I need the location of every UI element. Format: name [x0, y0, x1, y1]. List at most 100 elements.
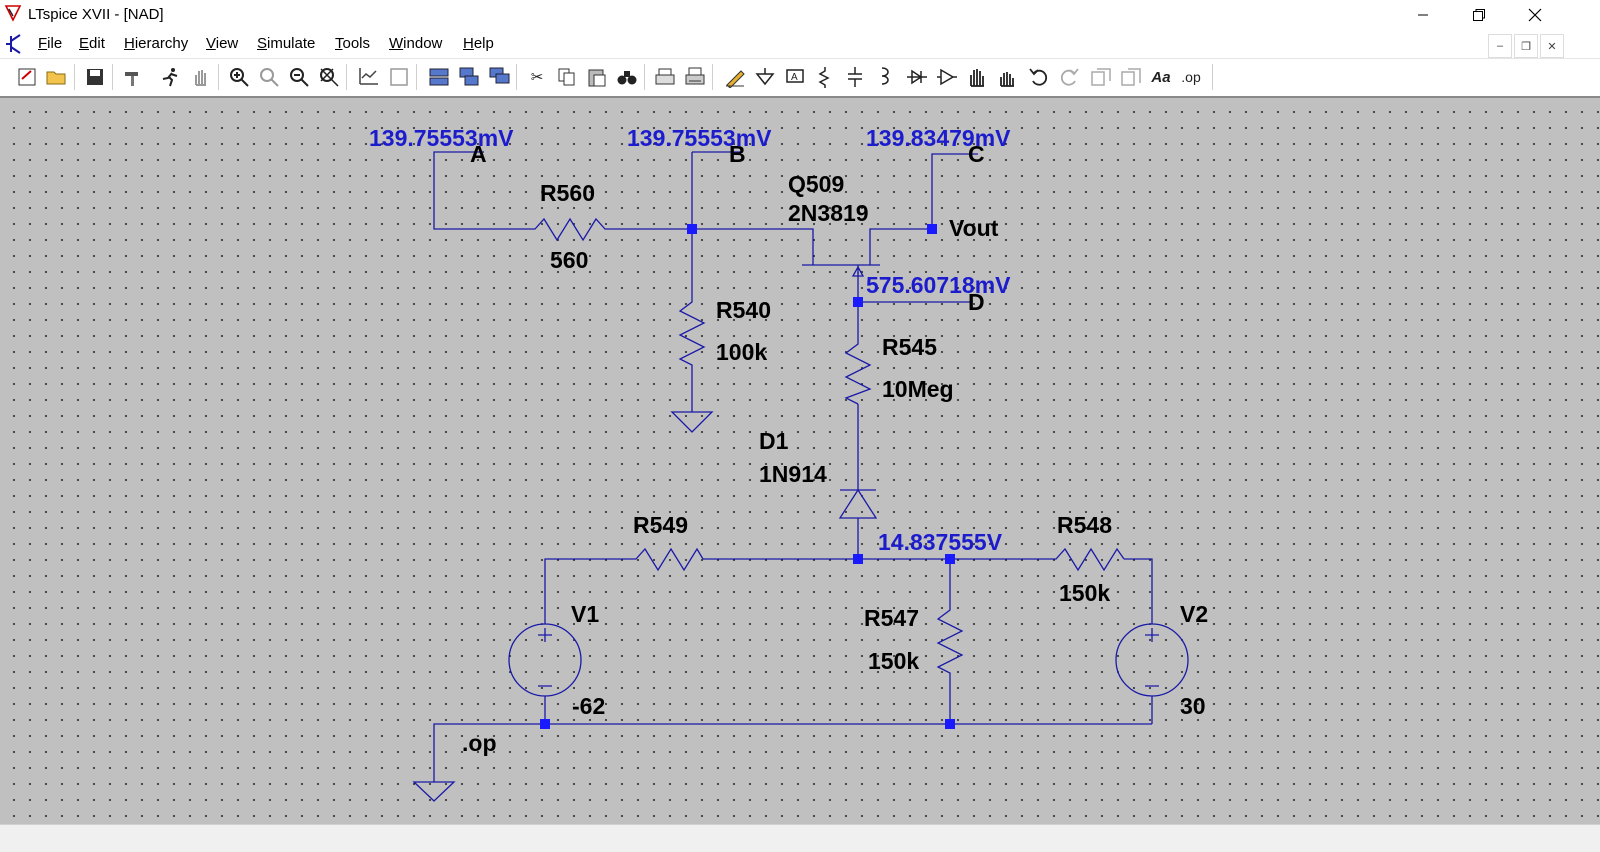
voltage-node-a: 139.75553mV [369, 125, 514, 151]
resistor-r560-symbol[interactable] [527, 217, 610, 242]
tile-horizontal-button[interactable] [426, 64, 452, 90]
jfet-q509-symbol[interactable] [802, 264, 880, 277]
pan-button[interactable] [256, 64, 282, 90]
wire-b-gate [692, 228, 814, 265]
cut-button[interactable]: ✂ [524, 64, 550, 90]
resistor-r549-symbol[interactable] [628, 547, 704, 572]
net-label-c: C [968, 141, 985, 167]
save-button[interactable] [82, 64, 108, 90]
capacitor-button[interactable] [842, 64, 868, 90]
q509-value: 2N3819 [788, 200, 869, 226]
component-button[interactable] [934, 64, 960, 90]
text-button[interactable]: Aa [1148, 64, 1174, 90]
voltage-node-d: 575.60718mV [866, 272, 1011, 298]
menu-view[interactable]: View [206, 35, 239, 52]
wire-r548-v2 [1124, 558, 1153, 624]
open-button[interactable] [44, 64, 70, 90]
paste-button[interactable] [584, 64, 610, 90]
wire-vout-c [931, 153, 978, 229]
resistor-r545-symbol[interactable] [844, 338, 872, 405]
r549-ref: R549 [633, 512, 688, 538]
menu-simulate[interactable]: Simulate [257, 35, 316, 52]
new-schematic-button[interactable] [14, 64, 40, 90]
mdi-restore-button[interactable]: ❐ [1514, 34, 1538, 58]
print-button[interactable] [682, 64, 708, 90]
mdi-close-icon: ✕ [1547, 40, 1557, 53]
menu-window[interactable]: Window [389, 35, 443, 52]
restore-icon [1473, 9, 1485, 21]
zoom-out-button[interactable] [286, 64, 312, 90]
resistor-r548-symbol[interactable] [1048, 547, 1125, 572]
menu-file[interactable]: File [38, 35, 63, 52]
close-icon [1528, 8, 1542, 22]
menu-edit[interactable]: Edit [79, 35, 105, 52]
junction-r547-bottom [945, 719, 955, 729]
mirror-icon [1121, 68, 1141, 86]
menu-help[interactable]: Help [463, 35, 494, 52]
drag-button[interactable] [994, 64, 1020, 90]
close-button[interactable] [1512, 0, 1558, 30]
junction-v1-bottom [540, 719, 550, 729]
redo-button[interactable] [1056, 64, 1082, 90]
menu-tools[interactable]: Tools [335, 35, 371, 52]
tile-vertical-button[interactable] [486, 64, 512, 90]
undo-button[interactable] [1026, 64, 1052, 90]
ground-main-icon [412, 781, 456, 802]
printer-setup-icon [655, 68, 675, 85]
copy-button[interactable] [554, 64, 580, 90]
autorange-button[interactable] [356, 64, 382, 90]
mdi-restore-icon: ❐ [1521, 40, 1531, 53]
spice-directive-op[interactable]: .op [462, 730, 497, 756]
wire-v1-r549 [544, 558, 628, 624]
d1-value: 1N914 [759, 461, 827, 487]
minimize-icon [1418, 14, 1428, 16]
schematic-canvas[interactable]: A B C Vout D 139.75553mV 139.75553mV 139… [0, 96, 1600, 826]
voltage-source-v1-symbol[interactable] [508, 623, 582, 697]
diode-button[interactable] [904, 64, 930, 90]
mdi-close-button[interactable]: ✕ [1540, 34, 1564, 58]
menu-hierarchy[interactable]: Hierarchy [124, 35, 189, 52]
r548-ref: R548 [1057, 512, 1112, 538]
resistor-r547-symbol[interactable] [936, 603, 964, 679]
voltage-node-b: 139.75553mV [627, 125, 772, 151]
print-setup-button[interactable] [652, 64, 678, 90]
redo-icon [1060, 68, 1079, 86]
hammer-icon [125, 72, 138, 86]
menu-bar: File Edit Hierarchy View Simulate Tools … [0, 30, 1600, 58]
control-panel-button[interactable] [120, 64, 146, 90]
log-icon [390, 68, 408, 86]
diode-d1-symbol[interactable] [838, 488, 878, 519]
restore-button[interactable] [1456, 0, 1502, 30]
mdi-minimize-button[interactable]: – [1488, 34, 1512, 58]
wire-a-r560 [433, 151, 527, 230]
move-button[interactable] [964, 64, 990, 90]
draw-wire-button[interactable] [722, 64, 748, 90]
text-aa-icon: Aa [1151, 68, 1171, 86]
find-button[interactable] [614, 64, 640, 90]
halt-button[interactable] [188, 64, 214, 90]
paste-icon [588, 69, 606, 87]
net-label-d: D [968, 289, 985, 315]
label-net-button[interactable]: A [782, 64, 808, 90]
ground-button[interactable] [752, 64, 778, 90]
mirror-button[interactable] [1118, 64, 1144, 90]
inductor-button[interactable] [872, 64, 898, 90]
pencil-icon [726, 70, 745, 88]
voltage-source-v2-symbol[interactable] [1115, 623, 1189, 697]
resistor-button[interactable] [812, 64, 838, 90]
spice-log-button[interactable] [386, 64, 412, 90]
resistor-r540-symbol[interactable] [678, 295, 706, 370]
junction-mid [945, 554, 955, 564]
wire-ground-bus [433, 723, 1152, 782]
spice-directive-button[interactable]: .op [1178, 64, 1204, 90]
rotate-button[interactable] [1088, 64, 1114, 90]
net-label-b: B [729, 141, 746, 167]
autorange-icon [359, 68, 378, 85]
printer-icon [685, 67, 705, 85]
junction-source [853, 297, 863, 307]
zoom-in-button[interactable] [226, 64, 252, 90]
cascade-button[interactable] [456, 64, 482, 90]
zoom-fit-button[interactable] [316, 64, 342, 90]
minimize-button[interactable] [1400, 0, 1446, 30]
run-button[interactable] [158, 64, 184, 90]
